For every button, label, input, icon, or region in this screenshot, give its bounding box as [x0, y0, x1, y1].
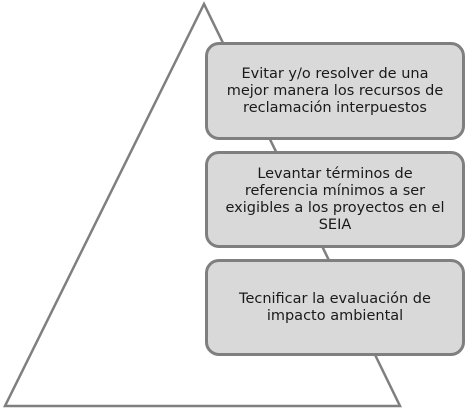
- pyramid-level-1-label: Evitar y/o resolver de una mejor manera …: [226, 65, 444, 116]
- pyramid-level-3-box: Tecnificar la evaluación de impacto ambi…: [205, 259, 465, 356]
- pyramid-level-3-label: Tecnificar la evaluación de impacto ambi…: [239, 290, 431, 324]
- pyramid-level-1-box: Evitar y/o resolver de una mejor manera …: [205, 42, 465, 140]
- pyramid-level-2-box: Levantar términos de referencia mínimos …: [205, 151, 465, 248]
- pyramid-level-2-label: Levantar términos de referencia mínimos …: [225, 165, 445, 233]
